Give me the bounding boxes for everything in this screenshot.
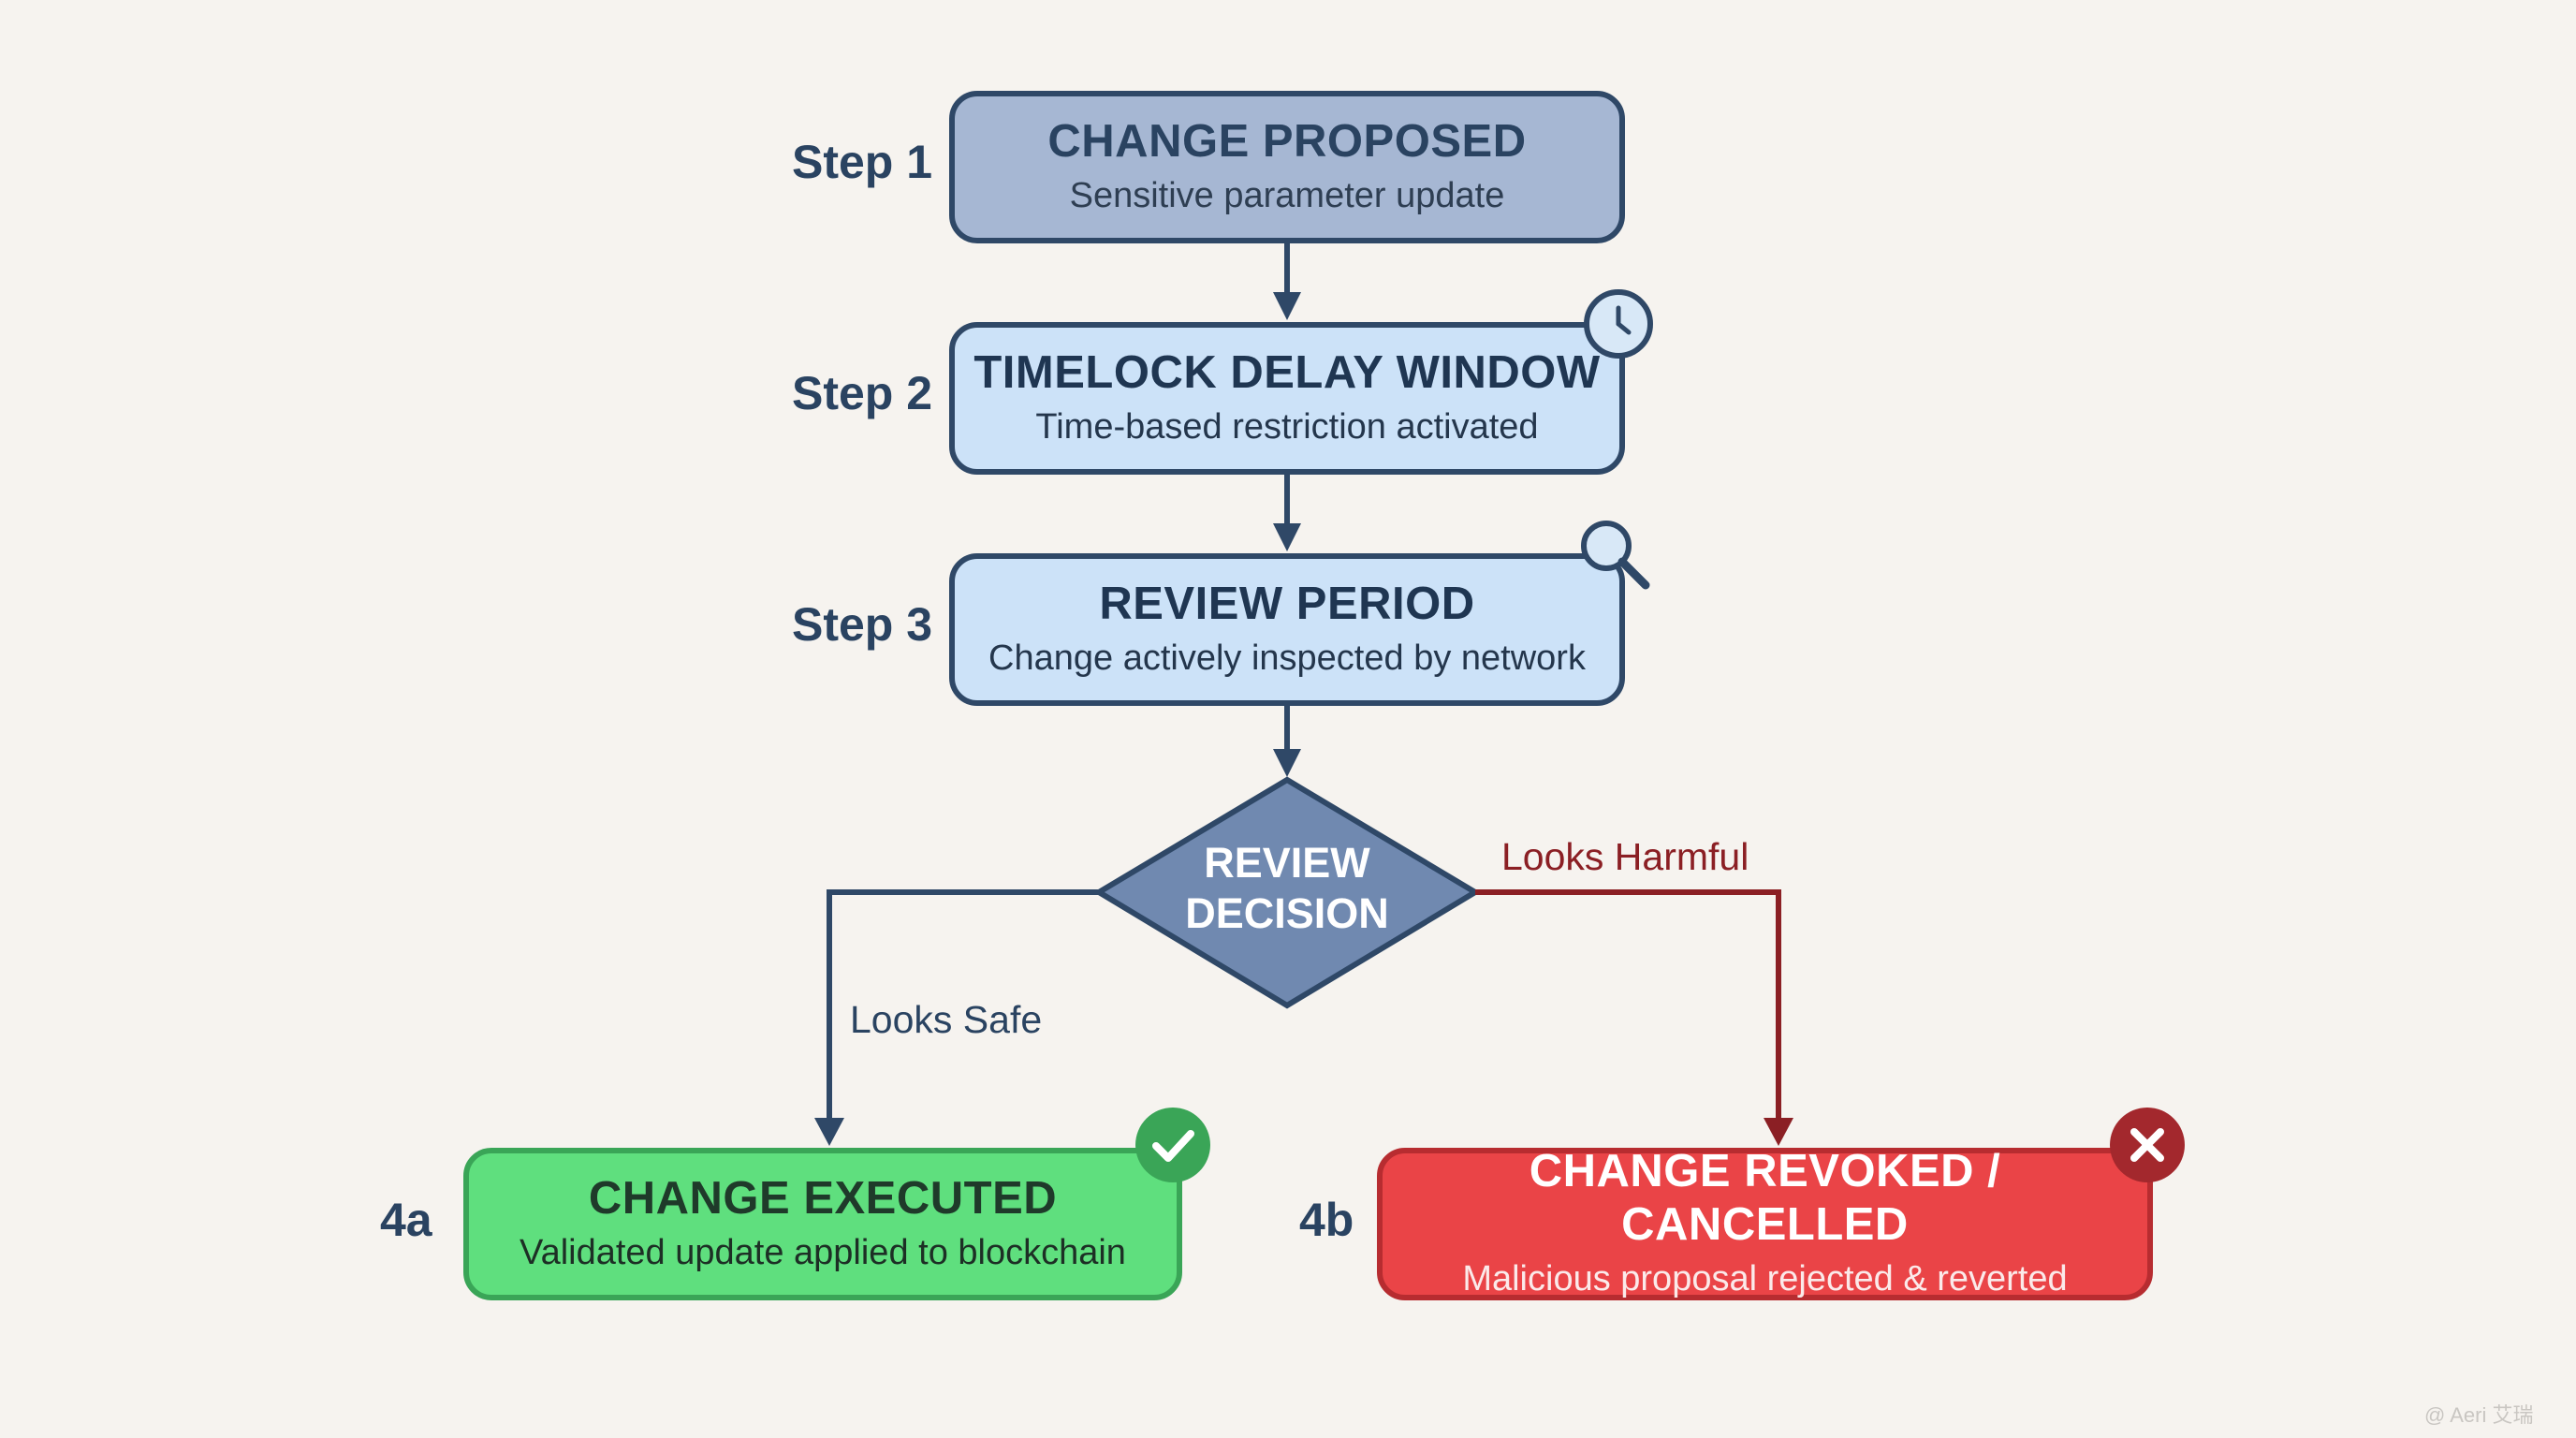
- change-revoked-subtitle: Malicious proposal rejected & reverted: [1462, 1259, 2068, 1299]
- review-decision-label: REVIEW DECISION: [1100, 838, 1474, 939]
- clock-icon: [1584, 289, 1653, 359]
- check-icon: [1135, 1108, 1210, 1182]
- change-executed-subtitle: Validated update applied to blockchain: [520, 1232, 1126, 1272]
- timelock-delay-node: TIMELOCK DELAY WINDOW Time-based restric…: [949, 322, 1625, 475]
- step-2-label: Step 2: [792, 367, 933, 419]
- arrowhead-review-to-decision: [1273, 749, 1301, 777]
- looks-safe-label: Looks Safe: [850, 998, 1043, 1041]
- step-3-label: Step 3: [792, 598, 933, 651]
- step-4b-label: 4b: [1299, 1194, 1354, 1246]
- magnifier-icon: [1578, 518, 1653, 593]
- review-decision-line1: REVIEW: [1204, 839, 1370, 887]
- review-period-node: REVIEW PERIOD Change actively inspected …: [949, 553, 1625, 706]
- review-period-subtitle: Change actively inspected by network: [988, 638, 1586, 678]
- harmful-branch-line: [1475, 889, 1781, 1120]
- arrowhead-timelock-to-review: [1273, 523, 1301, 551]
- change-proposed-subtitle: Sensitive parameter update: [1069, 175, 1505, 215]
- review-decision-line2: DECISION: [1185, 889, 1389, 937]
- change-proposed-title: CHANGE PROPOSED: [1047, 115, 1527, 167]
- change-revoked-title: CHANGE REVOKED / CANCELLED: [1529, 1146, 2001, 1250]
- change-revoked-node: CHANGE REVOKED / CANCELLED Malicious pro…: [1377, 1146, 2153, 1300]
- change-proposed-node: CHANGE PROPOSED Sensitive parameter upda…: [949, 91, 1625, 243]
- change-executed-node: CHANGE EXECUTED Validated update applied…: [463, 1148, 1182, 1300]
- arrowhead-safe: [814, 1118, 844, 1146]
- review-decision-diamond: [1093, 776, 1481, 1009]
- looks-harmful-label: Looks Harmful: [1501, 835, 1749, 878]
- timelock-delay-subtitle: Time-based restriction activated: [1035, 406, 1539, 447]
- step-1-label: Step 1: [792, 136, 933, 188]
- review-period-title: REVIEW PERIOD: [1099, 578, 1475, 629]
- safe-branch-line: [827, 889, 1099, 1120]
- watermark: @ Aeri 艾瑞: [2424, 1403, 2534, 1427]
- arrowhead-proposed-to-timelock: [1273, 292, 1301, 320]
- timelock-delay-title: TIMELOCK DELAY WINDOW: [973, 346, 1601, 398]
- arrowhead-harmful: [1764, 1118, 1793, 1146]
- step-4a-label: 4a: [380, 1194, 432, 1246]
- change-executed-title: CHANGE EXECUTED: [588, 1172, 1058, 1224]
- cross-icon: [2110, 1108, 2185, 1182]
